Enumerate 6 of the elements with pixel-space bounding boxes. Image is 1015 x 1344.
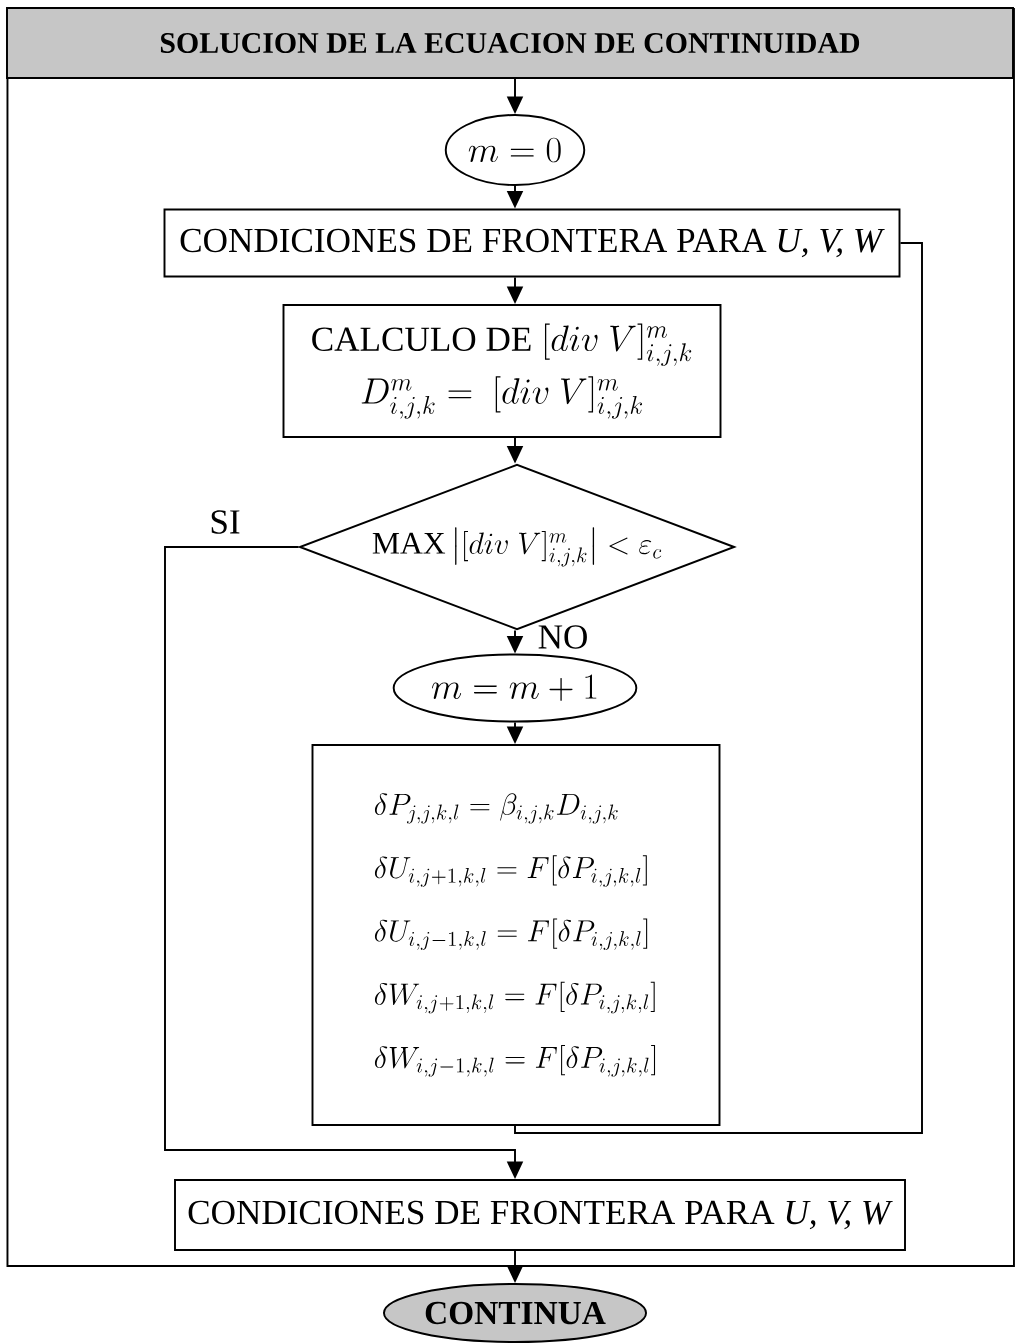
process-box: CONDICIONES DE FRONTERA PARA U, V, W	[163, 208, 901, 278]
process-box: CONDICIONES DE FRONTERA PARA U, V, W	[174, 1179, 906, 1251]
process-box: $\delta P_{j,j,k,l}=\beta_{i,j,k}D_{i,j,k}$ $\delta U_{i,j+1,k,l}=F[\delta P_{i,j,k,l}]$ $\delta U_{i,j-1,k,l}=F[\delta P_{i,j,k,l}]$ $\delta W_{i,j+1,k,l}=F[\delta P_{i,j,k,l}]$ $\delta W_{i,j-1,k,l}=F[\delta P_{i,j,k,l}]$	[311, 744, 721, 1126]
process-box: $\mathrm{CALCULO\ DE}\ [div\ V]^{m}_{i,j,k}$ $D^{m}_{i,j,k}=\ [div\ V]^{m}_{i,j,k}$	[282, 304, 722, 438]
title-band: SOLUCION DE LA ECUACION DE CONTINUIDAD	[6, 7, 1014, 79]
edge-label: SI	[211, 510, 240, 534]
